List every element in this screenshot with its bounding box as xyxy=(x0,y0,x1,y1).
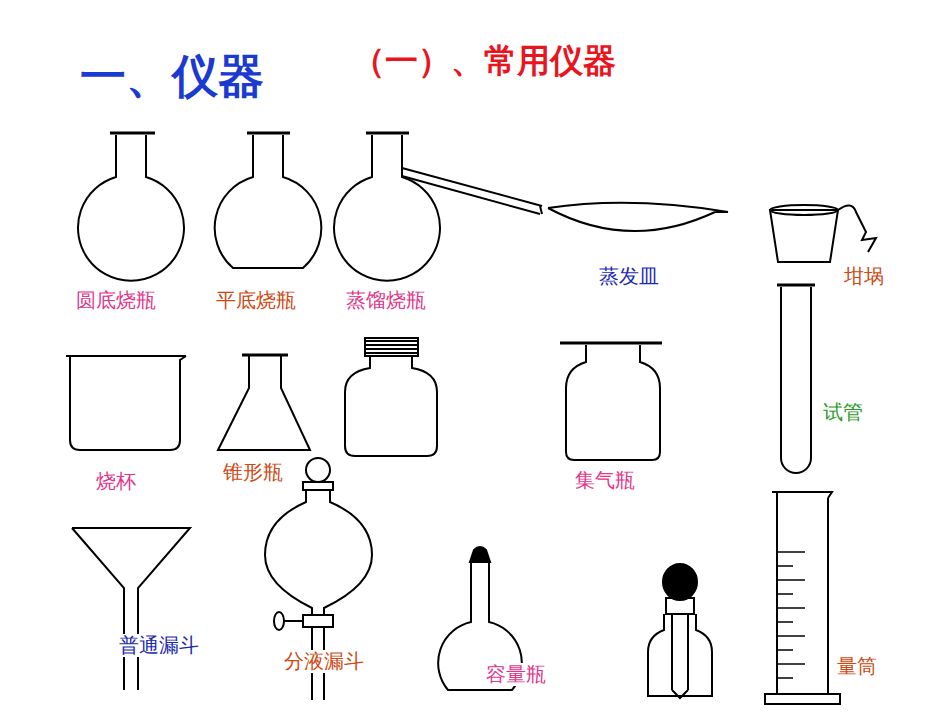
section-heading: （一）、常用仪器 xyxy=(352,42,616,80)
instrument-label: 集气瓶 xyxy=(573,469,637,492)
instrument-label: 坩埚 xyxy=(842,265,886,288)
instrument-label: 量筒 xyxy=(835,655,879,678)
evaporating-dish xyxy=(548,203,728,231)
crucible xyxy=(770,210,838,262)
instrument-label: 试管 xyxy=(821,401,865,424)
instrument-label: 分液漏斗 xyxy=(282,650,366,673)
slide-title: 一、仪器 xyxy=(80,50,264,103)
instrument-label: 平底烧瓶 xyxy=(214,289,298,312)
instrument-label: 普通漏斗 xyxy=(117,634,201,657)
beaker xyxy=(66,356,186,450)
test-tube xyxy=(781,287,811,473)
distilling-flask xyxy=(334,135,440,281)
instrument-label: 容量瓶 xyxy=(484,663,548,686)
round-flask xyxy=(78,135,184,281)
graduated-cylinder xyxy=(772,492,832,694)
instrument-label: 锥形瓶 xyxy=(221,461,285,484)
instrument-label: 烧杯 xyxy=(94,470,138,493)
instrument-label: 蒸馏烧瓶 xyxy=(344,289,428,312)
flat-flask xyxy=(215,135,322,268)
instrument-label: 蒸发皿 xyxy=(597,265,661,288)
instrument-label: 圆底烧瓶 xyxy=(74,289,158,312)
gas-jar xyxy=(566,345,660,460)
dropper-bottle xyxy=(663,564,697,600)
conical-flask xyxy=(218,356,310,450)
funnel xyxy=(72,528,190,690)
separatory-funnel xyxy=(306,458,330,482)
reagent-bottle xyxy=(345,356,437,456)
